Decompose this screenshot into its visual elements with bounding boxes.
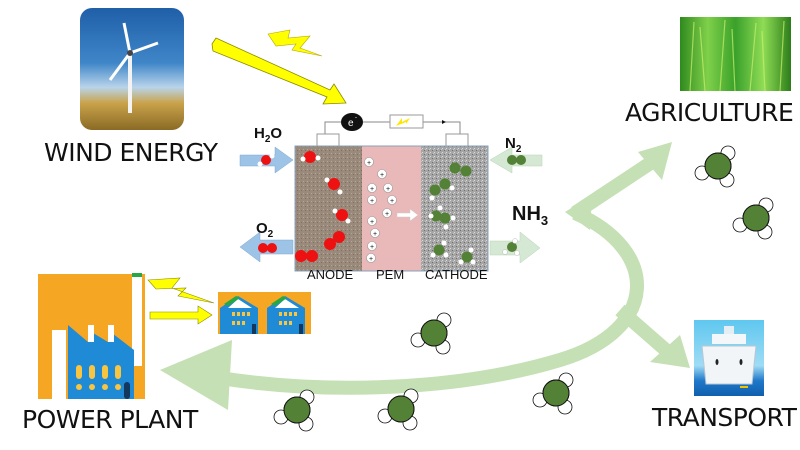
wind-energy-image [80, 8, 184, 130]
svg-text:e: e [348, 118, 354, 129]
wind-power-arrow [211, 37, 347, 105]
agriculture-label: AGRICULTURE [625, 98, 794, 127]
nitrogen-molecule [507, 155, 526, 165]
house-icon [220, 296, 258, 334]
svg-text:+: + [370, 244, 374, 251]
water-molecule [257, 153, 275, 167]
svg-text:+: + [367, 160, 371, 167]
cycle-arrow-to-power-plant [218, 206, 644, 395]
svg-text:+: + [390, 198, 394, 205]
svg-text:+: + [373, 231, 377, 238]
ammonia-molecule [694, 145, 736, 188]
load-lightning-icon [396, 118, 410, 126]
svg-text:+: + [386, 186, 390, 193]
ammonia-molecule [502, 238, 520, 256]
electrolysis-cell: e - ++ ++ ++ ++ [239, 113, 543, 272]
svg-text:+: + [370, 198, 374, 205]
proton-group [364, 157, 397, 263]
agriculture-image [680, 17, 791, 92]
wind-energy-label: WIND ENERGY [44, 138, 218, 167]
factory-icon [38, 273, 145, 399]
transport-label: TRANSPORT [652, 403, 797, 432]
rice-field-icon [689, 19, 785, 92]
pem-label: PEM [376, 267, 405, 282]
n2-label: N2 [505, 135, 522, 155]
cycle-arrow-to-transport [615, 304, 673, 358]
o2-label: O2 [256, 220, 274, 240]
cycle-arrow-head-power-plant [160, 340, 232, 410]
cruise-ship-icon [701, 326, 757, 388]
cycle-arrow-head-transport [650, 335, 690, 368]
svg-text:+: + [385, 211, 389, 218]
cathode-label: CATHODE [425, 267, 488, 282]
cycle-arrow-head-nh3 [565, 195, 592, 230]
wind-turbine-icon [108, 22, 159, 113]
nh3-label: NH3 [512, 203, 549, 228]
anode-molecules [295, 151, 351, 262]
power-lightning-icon [147, 277, 215, 304]
homes-icon [218, 292, 311, 334]
house-icon [267, 296, 305, 334]
anode-label: ANODE [307, 267, 354, 282]
cathode-molecules [428, 162, 476, 265]
h2o-label: H2O [254, 125, 283, 145]
svg-text:+: + [370, 219, 374, 226]
oxygen-molecule [258, 243, 277, 253]
lightning-icon [267, 29, 323, 57]
ammonia-molecule [273, 389, 315, 432]
ammonia-molecule [377, 388, 419, 431]
current-arrowhead [442, 120, 446, 124]
svg-text:+: + [369, 256, 373, 263]
proton-transfer-arrow [396, 208, 419, 222]
ammonia-molecule [410, 312, 452, 355]
electron-icon [341, 113, 363, 131]
svg-text:+: + [370, 186, 374, 193]
ammonia-molecule [532, 372, 574, 415]
ammonia-molecule [732, 197, 774, 240]
svg-text:+: + [380, 172, 384, 179]
anode-layer [295, 146, 362, 271]
power-to-homes-arrow [149, 305, 213, 325]
power-plant-label: POWER PLANT [22, 405, 198, 434]
transport-image [694, 320, 764, 396]
svg-text:-: - [355, 115, 357, 121]
cycle-arrow-head-agriculture [638, 142, 672, 180]
